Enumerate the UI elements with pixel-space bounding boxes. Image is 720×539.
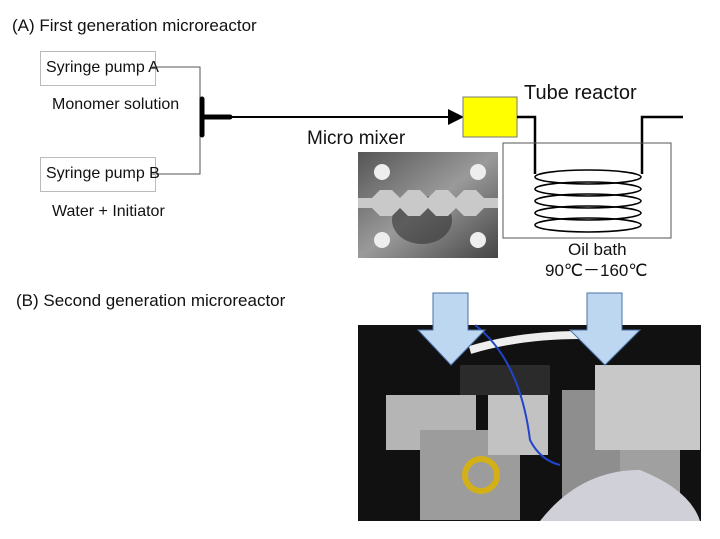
arrow-down-left	[416, 292, 487, 366]
oil-bath-label: Oil bath	[568, 240, 627, 259]
oil-bath-temperature: 90℃－160℃	[545, 261, 648, 280]
reactor-photo	[358, 324, 701, 521]
pump-a-note: Monomer solution	[52, 96, 180, 113]
micro-mixer-label: Micro mixer	[307, 128, 406, 149]
reactor-inlet-block	[462, 96, 518, 138]
arrow-down-right	[568, 292, 642, 366]
oil-bath	[502, 142, 672, 239]
micro-mixer-photo	[358, 152, 498, 258]
syringe-pump-a: Syringe pump A	[40, 51, 159, 86]
syringe-pump-b: Syringe pump B	[40, 157, 160, 192]
tube-reactor-label: Tube reactor	[524, 82, 637, 104]
tube-coil	[534, 169, 642, 233]
panel-a-title: (A) First generation microreactor	[12, 16, 257, 35]
panel-b-title: (B) Second generation microreactor	[16, 291, 286, 310]
pump-b-note: Water + Initiator	[52, 203, 165, 220]
tube-out	[640, 115, 683, 174]
tube-in	[517, 115, 537, 174]
